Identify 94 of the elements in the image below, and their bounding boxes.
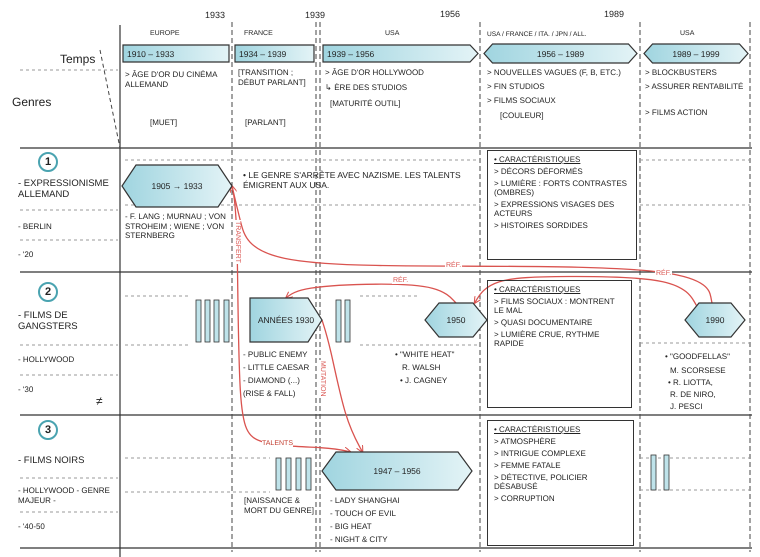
date-label: 1989 – 1999 bbox=[672, 48, 720, 58]
period-banner bbox=[323, 45, 478, 62]
list-item: > QUASI DOCUMENTAIRE bbox=[494, 318, 594, 327]
year-marker: 1939 bbox=[305, 10, 326, 21]
list-item: > EXPRESSIONS VISAGES DES ACTEURS bbox=[494, 200, 616, 218]
period-note: [MATURITÉ OUTIL] bbox=[330, 99, 401, 109]
genre-note: - HOLLYWOOD bbox=[18, 355, 74, 365]
date-label: 1947 – 1956 bbox=[373, 466, 421, 476]
period-note: > ÂGE D'OR DU CINÉMA ALLEMAND bbox=[125, 70, 218, 90]
person-name: R. WALSH bbox=[402, 363, 440, 373]
period-note: > BLOCKBUSTERS bbox=[645, 68, 718, 78]
date-label: ANNÉES 1930 bbox=[258, 315, 314, 325]
person-name: R. DE NIRO, bbox=[670, 390, 716, 400]
period-banner bbox=[484, 44, 637, 63]
person-name: • J. CAGNEY bbox=[400, 376, 448, 386]
arrow bbox=[321, 320, 364, 454]
date-label: 1910 – 1933 bbox=[127, 48, 174, 58]
arrow bbox=[474, 276, 698, 307]
period-note: > ÂGE D'OR HOLLYWOOD bbox=[325, 68, 425, 78]
axis-title: Temps bbox=[60, 52, 96, 66]
film-title: - NIGHT & CITY bbox=[330, 535, 388, 545]
period-note: [PARLANT] bbox=[245, 118, 286, 128]
period-banner bbox=[644, 44, 748, 63]
period-banner bbox=[235, 45, 314, 62]
list-item: > LUMIÈRE CRUE, RYTHME RAPIDE bbox=[494, 330, 600, 348]
axis-title: Genres bbox=[12, 95, 52, 110]
period-note: > FIN STUDIOS bbox=[487, 82, 546, 92]
box-heading: • CARACTÉRISTIQUES bbox=[494, 285, 582, 294]
date-hexagon bbox=[122, 165, 232, 207]
director-list: - F. LANG ; MURNAU ; VON STROHEIM ; WIENE ; VON STERNBERG bbox=[125, 212, 229, 241]
list-item: > FILMS SOCIAUX : MONTRENT LE MAL bbox=[494, 297, 616, 315]
film-title: - DIAMOND (...) bbox=[243, 376, 300, 386]
genre-note: - BERLIN bbox=[18, 222, 52, 232]
period-note: > FILMS SOCIAUX bbox=[487, 96, 556, 106]
row-number: 1 bbox=[38, 152, 58, 172]
period-note: > ASSURER RENTABILITÉ bbox=[645, 82, 744, 92]
row-number: 3 bbox=[38, 420, 58, 440]
film-title: - LITTLE CAESAR bbox=[243, 363, 310, 373]
genre-note: • LE GENRE S'ARRÊTE AVEC NAZISME. LES TALENTS ÉMIGRENT AUX USA. bbox=[243, 170, 462, 190]
date-label: 1939 – 1956 bbox=[327, 48, 374, 58]
list-item: > HISTOIRES SORDIDES bbox=[494, 221, 589, 230]
film-title: - BIG HEAT bbox=[330, 522, 372, 532]
box-heading: • CARACTÉRISTIQUES bbox=[494, 425, 582, 434]
person-name: • R. LIOTTA, bbox=[668, 378, 713, 388]
date-hexagon bbox=[322, 452, 472, 490]
date-hexagon bbox=[425, 303, 487, 337]
date-label: 1950 bbox=[446, 315, 466, 325]
list-item: > LUMIÈRE : FORTS CONTRASTES (OMBRES) bbox=[494, 179, 628, 197]
period-note: [TRANSITION ; DÉBUT PARLANT] bbox=[238, 68, 307, 88]
period-note: [NAISSANCE & MORT DU GENRE] bbox=[244, 496, 314, 516]
list-item: > DÉTECTIVE, POLICIER DÉSABUSÉ bbox=[494, 473, 589, 491]
genre-note: - '40-50 bbox=[18, 522, 45, 532]
list-item: > INTRIGUE COMPLEXE bbox=[494, 449, 587, 458]
characteristics-box bbox=[487, 150, 637, 260]
year-marker: 1989 bbox=[604, 9, 624, 20]
row-number: 2 bbox=[38, 282, 58, 302]
genre-name: - EXPRESSIONISME ALLEMAND bbox=[18, 178, 110, 201]
genre-name: - FILMS NOIRS bbox=[18, 455, 86, 466]
date-label: 1956 – 1989 bbox=[536, 48, 584, 58]
genre-note: - '20 bbox=[18, 250, 34, 260]
person-name: J. PESCI bbox=[670, 402, 702, 412]
year-marker: 1933 bbox=[205, 10, 226, 21]
genre-note: - '30 bbox=[18, 385, 34, 395]
list-item: > FEMME FATALE bbox=[494, 461, 562, 470]
year-marker: 1956 bbox=[440, 9, 460, 20]
film-title: - TOUCH OF EVIL bbox=[330, 509, 396, 519]
arrow bbox=[284, 284, 456, 304]
date-label: 1990 bbox=[706, 315, 724, 325]
period-note: > FILMS ACTION bbox=[645, 108, 708, 118]
genre-name: - FILMS DE GANGSTERS bbox=[18, 310, 79, 333]
not-equal-sign: ≠ bbox=[96, 394, 103, 408]
list-item: > ATMOSPHÈRE bbox=[494, 437, 557, 446]
date-hexagon bbox=[250, 298, 322, 342]
period-note: > NOUVELLES VAGUES (F, B, ETC.) bbox=[487, 68, 622, 78]
list-item: > CORRUPTION bbox=[494, 494, 556, 503]
box-heading: • CARACTÉRISTIQUES bbox=[494, 155, 582, 164]
date-label: 1934 – 1939 bbox=[239, 48, 286, 58]
list-item: > DÉCORS DÉFORMÉS bbox=[494, 167, 584, 176]
film-title: • "GOODFELLAS" bbox=[665, 352, 730, 362]
arrow bbox=[230, 184, 713, 304]
film-title: - PUBLIC ENEMY bbox=[243, 350, 308, 360]
characteristics-box bbox=[487, 420, 634, 546]
period-banner bbox=[123, 45, 229, 62]
date-hexagon bbox=[685, 303, 745, 337]
period-note: [MUET] bbox=[150, 118, 178, 128]
characteristics-box bbox=[487, 280, 632, 408]
period-note: [COULEUR] bbox=[500, 111, 544, 121]
film-title: - LADY SHANGHAI bbox=[330, 496, 400, 506]
genre-note: - HOLLYWOOD - GENRE MAJEUR - bbox=[18, 486, 111, 506]
person-name: M. SCORSESE bbox=[670, 366, 726, 376]
film-title: • "WHITE HEAT" bbox=[395, 350, 454, 360]
period-note: ↳ ÈRE DES STUDIOS bbox=[325, 83, 408, 93]
date-label: 1905 → 1933 bbox=[151, 181, 203, 191]
film-title: (RISE & FALL) bbox=[243, 389, 296, 399]
